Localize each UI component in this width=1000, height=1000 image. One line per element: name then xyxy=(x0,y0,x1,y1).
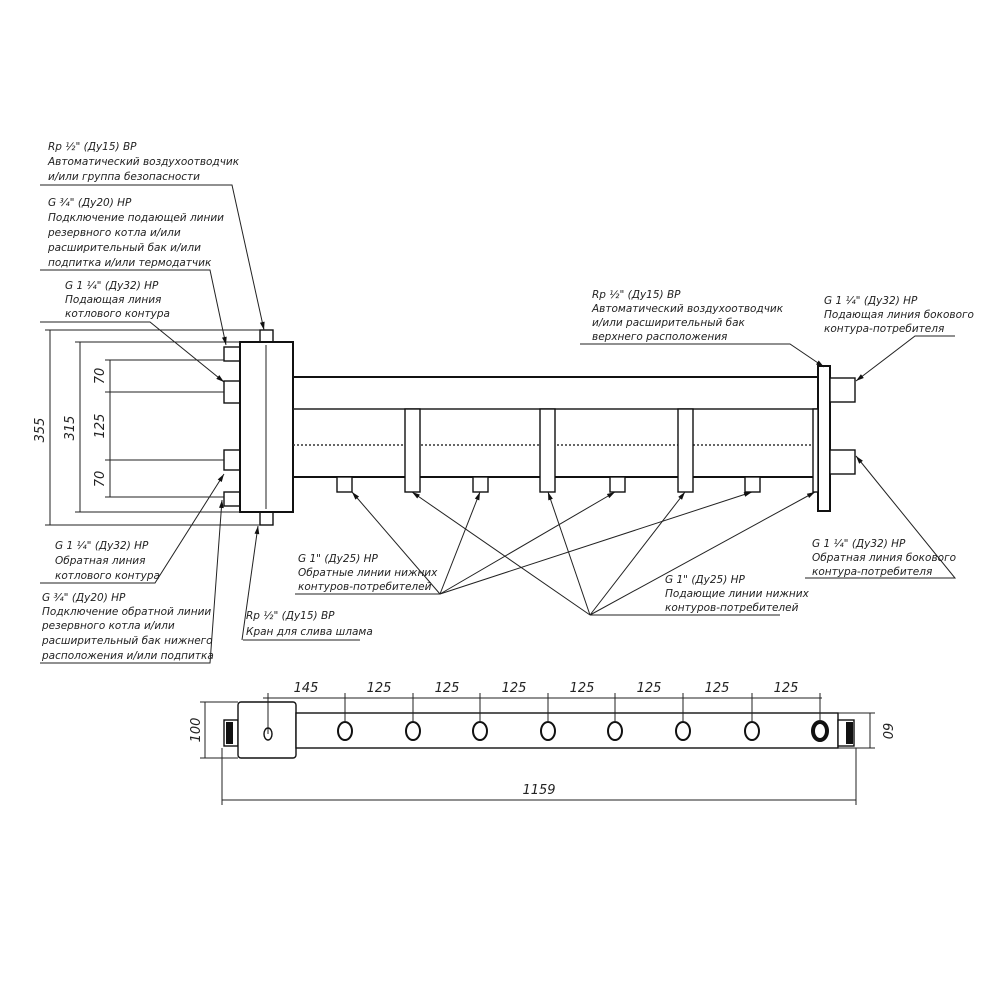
callout-line: Подающая линия бокового xyxy=(824,309,974,321)
dim-spacing: 125 xyxy=(705,681,730,696)
dim-spacing: 125 xyxy=(637,681,662,696)
callout-line: G 1 ¼" (Ду32) НР xyxy=(824,295,918,307)
outlet-hole xyxy=(607,721,623,741)
callout-line: Обратные линии нижних xyxy=(298,567,438,579)
callout-line: G 1 ¼" (Ду32) НР xyxy=(55,540,149,552)
callout-line: контура-потребителя xyxy=(824,323,944,335)
callout-line: G 1 ¼" (Ду32) НР xyxy=(65,280,159,292)
supply-tube-4 xyxy=(812,408,819,493)
callout-line: резервного котла и/или xyxy=(41,620,175,632)
dim-overall-height: 355 xyxy=(33,418,48,443)
callout-line: подпитка и/или термодатчик xyxy=(48,257,212,269)
dim-middle: 125 xyxy=(93,414,108,439)
callout-line: расширительный бак нижнего xyxy=(41,635,213,647)
dim-body-width: 100 xyxy=(189,718,204,743)
callout-air-vent-top: Rp ½" (Ду15) ВР Автоматический воздухоот… xyxy=(47,141,240,183)
top-view: 145 125 125 125 125 125 125 125 1159 100… xyxy=(189,681,894,805)
callout-line: котлового контура xyxy=(55,570,160,582)
bottom-cap xyxy=(259,511,274,526)
callout-line: Обратная линия xyxy=(55,555,145,567)
dim-lower: 70 xyxy=(93,471,108,488)
nozzle-reserve-supply xyxy=(223,346,241,362)
callout-line: Подающие линии нижних xyxy=(665,588,810,600)
supply-tube-2 xyxy=(539,408,556,493)
outlet-hole xyxy=(405,721,421,741)
callout-line: Подающая линия xyxy=(65,294,161,306)
callout-air-vent-right: Rp ½" (Ду15) ВР Автоматический воздухоот… xyxy=(591,289,784,343)
callout-line: Автоматический воздухоотводчик xyxy=(47,156,240,168)
callout-line: и/или расширительный бак xyxy=(592,317,746,329)
callout-line: и/или группа безопасности xyxy=(48,171,200,183)
callout-line: G ¾" (Ду20) НР xyxy=(42,592,126,604)
nozzle-side-return xyxy=(829,449,856,475)
callout-line: резервного котла и/или xyxy=(47,227,181,239)
return-stub-4 xyxy=(744,476,761,493)
callout-line: контуров-потребителей xyxy=(665,602,799,614)
callout-line: G 1" (Ду25) НР xyxy=(298,553,379,565)
outlet-hole xyxy=(337,721,353,741)
callout-line: расположения и/или подпитка xyxy=(41,650,214,662)
callout-line: Кран для слива шлама xyxy=(246,626,373,638)
dim-upper: 70 xyxy=(93,368,108,385)
callout-reserve-supply: G ¾" (Ду20) НР Подключение подающей лини… xyxy=(47,197,224,269)
dim-spacing: 125 xyxy=(367,681,392,696)
callout-line: G ¾" (Ду20) НР xyxy=(48,197,132,209)
dim-spacing: 125 xyxy=(502,681,527,696)
supply-tube-3 xyxy=(677,408,694,493)
callout-drain: Rp ½" (Ду15) ВР Кран для слива шлама xyxy=(246,610,373,638)
callout-line: G 1" (Ду25) НР xyxy=(665,574,746,586)
nozzle-side-supply xyxy=(829,377,856,403)
dim-spacing: 125 xyxy=(570,681,595,696)
callout-boiler-return: G 1 ¼" (Ду32) НР Обратная линия котловог… xyxy=(55,540,160,582)
outlet-hole xyxy=(472,721,488,741)
dim-spacing: 125 xyxy=(435,681,460,696)
nozzle-reserve-return xyxy=(223,491,241,507)
dim-pipe-width: 60 xyxy=(879,723,894,740)
callout-line: Rp ½" (Ду15) ВР xyxy=(246,610,335,622)
dim-total-length: 1159 xyxy=(522,783,555,798)
callout-side-return: G 1 ¼" (Ду32) НР Обратная линия бокового… xyxy=(812,538,956,578)
callout-line: контура-потребителя xyxy=(812,566,932,578)
top-cap xyxy=(259,329,274,343)
callout-line: Подключение подающей линии xyxy=(48,212,224,224)
outlet-hole xyxy=(744,721,760,741)
callout-line: Rp ½" (Ду15) ВР xyxy=(48,141,137,153)
callout-line: верхнего расположения xyxy=(592,331,727,343)
manifold-body xyxy=(292,376,824,478)
nozzle-boiler-return xyxy=(223,449,241,471)
return-stub-1 xyxy=(336,476,353,493)
callout-reserve-return: G ¾" (Ду20) НР Подключение обратной лини… xyxy=(41,592,214,662)
dim-spacing: 125 xyxy=(774,681,799,696)
supply-tube-1 xyxy=(404,408,421,493)
dim-first-spacing: 145 xyxy=(294,681,319,696)
callout-lower-supplies: G 1" (Ду25) НР Подающие линии нижних кон… xyxy=(665,574,810,614)
outlet-hole xyxy=(540,721,556,741)
callout-line: котлового контура xyxy=(65,308,170,320)
nozzle-boiler-supply xyxy=(223,380,241,404)
callout-lower-returns: G 1" (Ду25) НР Обратные линии нижних кон… xyxy=(298,553,438,593)
dim-body-height: 315 xyxy=(63,416,78,441)
leader-lines xyxy=(40,184,957,664)
callout-line: Rp ½" (Ду15) ВР xyxy=(592,289,681,301)
outlet-hole xyxy=(811,720,829,742)
callout-boiler-supply: G 1 ¼" (Ду32) НР Подающая линия котловог… xyxy=(65,280,170,320)
return-stub-2 xyxy=(472,476,489,493)
callout-line: Автоматический воздухоотводчик xyxy=(591,303,784,315)
callout-line: Обратная линия бокового xyxy=(812,552,956,564)
callout-line: контуров-потребителей xyxy=(298,581,432,593)
callout-line: G 1 ¼" (Ду32) НР xyxy=(812,538,906,550)
end-cap xyxy=(817,365,831,512)
front-view: 355 315 70 125 70 xyxy=(33,329,856,526)
callout-line: Подключение обратной линии xyxy=(42,606,211,618)
outlet-hole xyxy=(675,721,691,741)
return-stub-3 xyxy=(609,476,626,493)
callout-side-supply: G 1 ¼" (Ду32) НР Подающая линия бокового… xyxy=(824,295,974,335)
callout-line: расширительный бак и/или xyxy=(47,242,201,254)
